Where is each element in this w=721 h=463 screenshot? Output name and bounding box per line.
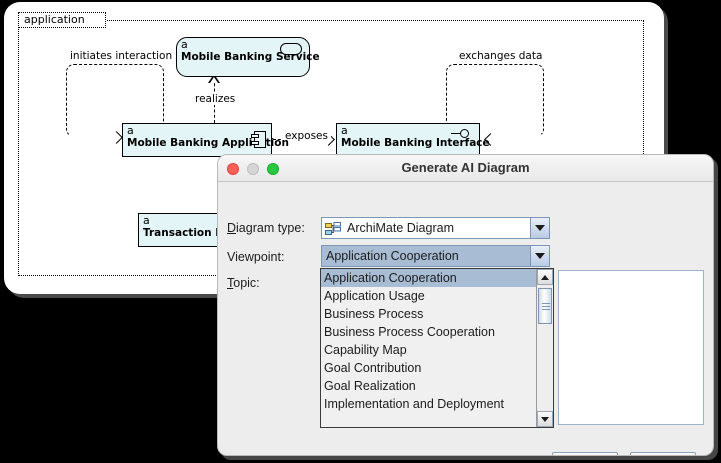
service-oval-icon bbox=[280, 43, 302, 55]
dropdown-option[interactable]: Application Usage bbox=[324, 289, 425, 303]
component-icon bbox=[251, 131, 266, 148]
scroll-up-icon[interactable] bbox=[537, 269, 553, 285]
element-stereotype: a bbox=[127, 124, 134, 137]
scrollbar-thumb[interactable] bbox=[538, 288, 552, 324]
viewpoint-combobox[interactable]: Application Cooperation bbox=[321, 245, 550, 267]
diagram-type-dropdown-arrow[interactable] bbox=[530, 218, 549, 238]
generate-ai-diagram-dialog[interactable]: Generate AI Diagram Diagram type: ArchiM… bbox=[217, 154, 714, 456]
dropdown-option[interactable]: Business Process bbox=[324, 307, 424, 321]
diagram-type-value: ArchiMate Diagram bbox=[347, 221, 454, 235]
scrollbar-grip-icon bbox=[542, 303, 550, 310]
element-stereotype: a bbox=[341, 124, 348, 137]
grouping-label-tab bbox=[18, 12, 106, 28]
dropdown-option[interactable]: Capability Map bbox=[324, 343, 407, 357]
dropdown-options-list[interactable]: Application Cooperation Application Usag… bbox=[321, 269, 536, 427]
diagram-type-label: Diagram type: bbox=[227, 221, 305, 235]
relationship-exchanges-data[interactable] bbox=[446, 64, 544, 137]
relationship-label-exposes: exposes bbox=[282, 130, 331, 142]
element-name: Mobile Banking Interface bbox=[341, 137, 490, 149]
dropdown-option[interactable]: Goal Contribution bbox=[324, 361, 422, 375]
dropdown-option[interactable]: Business Process Cooperation bbox=[324, 325, 495, 339]
diagram-canvas[interactable]: application initiates interaction exchan… bbox=[4, 2, 664, 294]
relationship-label-exchanges: exchanges data bbox=[456, 50, 546, 62]
element-stereotype: a bbox=[181, 38, 188, 51]
dropdown-scrollbar[interactable] bbox=[536, 269, 553, 427]
dialog-title: Generate AI Diagram bbox=[401, 160, 530, 175]
element-mobile-banking-interface[interactable]: a Mobile Banking Interface bbox=[336, 123, 490, 157]
archimate-diagram-icon bbox=[325, 221, 341, 235]
grouping-label: application bbox=[24, 13, 85, 26]
viewpoint-label: Viewpoint: bbox=[227, 250, 285, 264]
viewpoint-dropdown-list[interactable]: Application Cooperation Application Usag… bbox=[320, 268, 554, 428]
dropdown-option[interactable]: Application Cooperation bbox=[321, 269, 536, 287]
element-mobile-banking-service[interactable]: a Mobile Banking Service bbox=[176, 37, 320, 77]
element-mobile-banking-application[interactable]: a Mobile Banking Application bbox=[122, 123, 289, 157]
dialog-titlebar[interactable]: Generate AI Diagram bbox=[218, 155, 713, 182]
dropdown-option[interactable]: Goal Realization bbox=[324, 379, 416, 393]
interface-lollipop-icon bbox=[451, 129, 473, 139]
close-button[interactable] bbox=[227, 163, 239, 175]
viewpoint-dropdown-arrow[interactable] bbox=[530, 246, 549, 266]
relationship-label-realizes: realizes bbox=[192, 93, 239, 105]
viewpoint-value: Application Cooperation bbox=[326, 249, 459, 263]
cancel-button[interactable]: Cancel bbox=[630, 452, 696, 455]
topic-label: Topic: bbox=[227, 276, 260, 290]
dialog-body: Diagram type: ArchiMate Diagram Viewpoin… bbox=[218, 182, 713, 455]
relationship-label-initiates: initiates interaction bbox=[67, 50, 176, 62]
diagram-type-combobox[interactable]: ArchiMate Diagram bbox=[321, 217, 550, 239]
minimize-button[interactable] bbox=[247, 163, 259, 175]
element-stereotype: a bbox=[143, 214, 150, 227]
ok-button[interactable]: OK bbox=[552, 452, 618, 455]
zoom-button[interactable] bbox=[267, 163, 279, 175]
element-name: Mobile Banking Application bbox=[127, 137, 289, 149]
realization-arrow-icon bbox=[208, 74, 220, 83]
topic-textarea[interactable] bbox=[558, 270, 704, 425]
scroll-down-icon[interactable] bbox=[537, 411, 553, 427]
dropdown-option[interactable]: Implementation and Deployment bbox=[324, 397, 504, 411]
relationship-initiates-interaction[interactable] bbox=[66, 64, 164, 137]
